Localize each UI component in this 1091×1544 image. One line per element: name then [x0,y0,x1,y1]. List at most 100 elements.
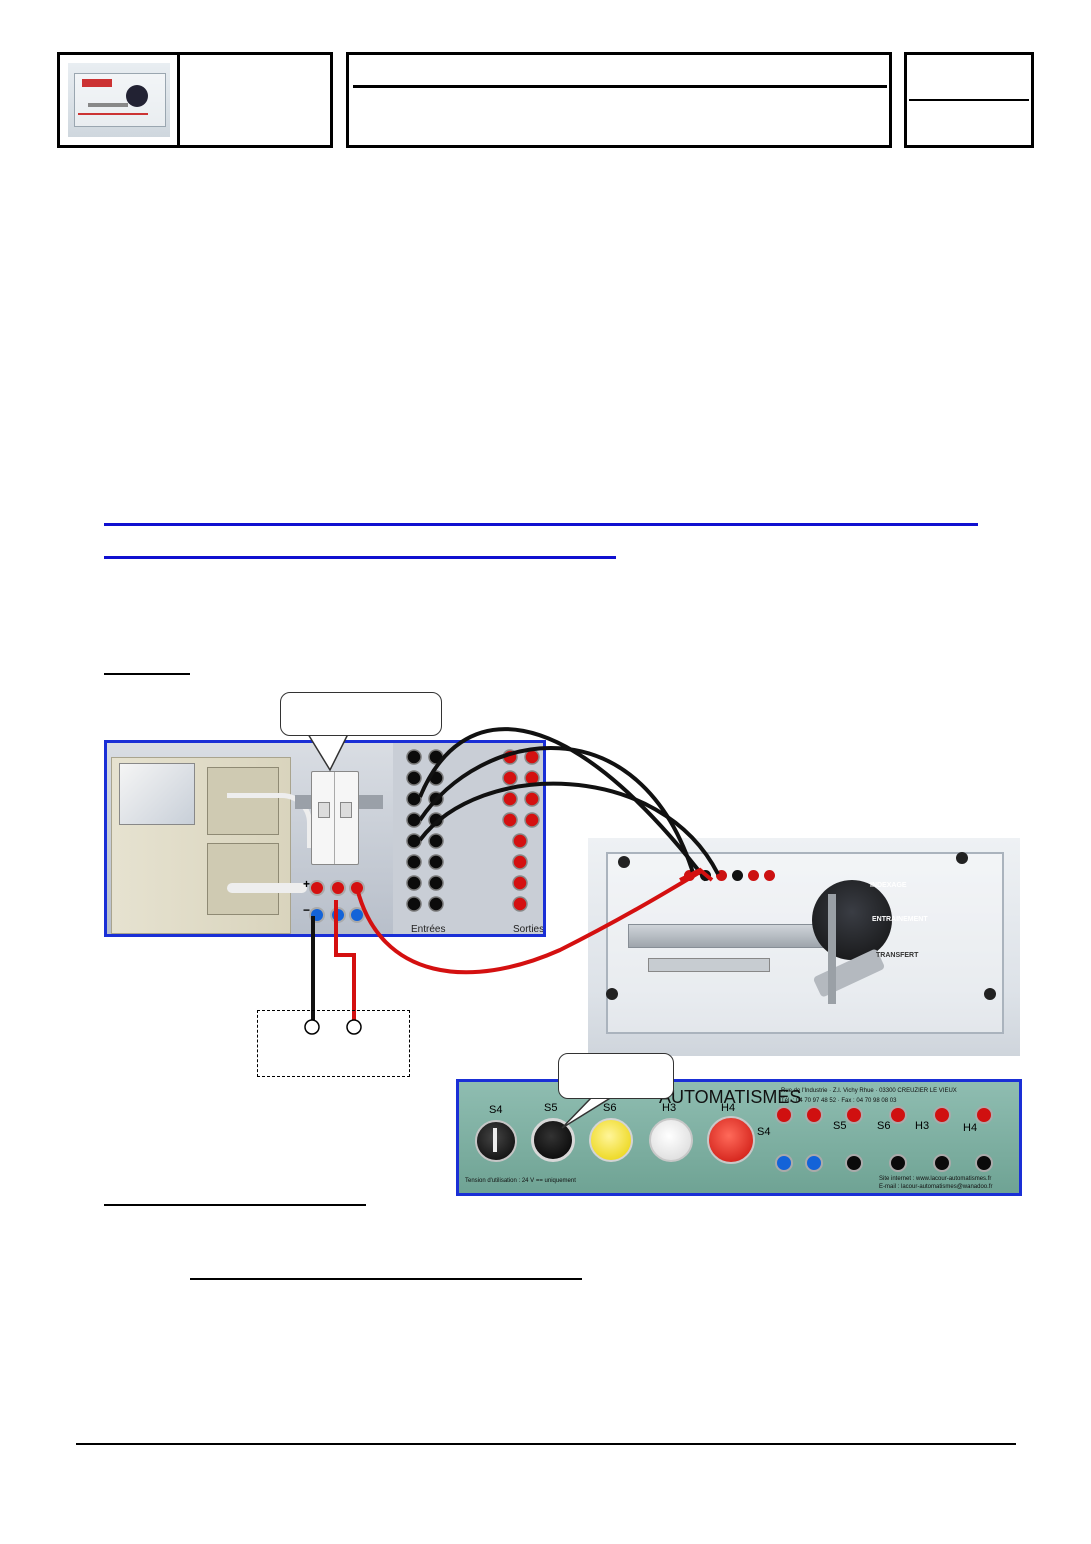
input-terminal [406,749,422,765]
link-underline-1 [104,523,978,526]
button-label-h4: H4 [721,1102,736,1114]
supply-terminal-pos [346,1019,362,1035]
callout-breaker [280,692,442,736]
red-wire-loop [679,867,714,882]
output-terminal [512,896,528,912]
input-terminal [406,770,422,786]
output-terminal [512,854,528,870]
link-underline-2 [104,556,616,559]
input-terminal [406,896,422,912]
button-label-s6: S6 [603,1102,617,1114]
plc-cable-1 [227,793,312,848]
power-terminal [349,907,365,923]
terminal-label-s4: S4 [757,1126,771,1138]
email-label: E-mail : lacour-automatismes@wanadoo.fr [879,1184,993,1190]
callout-breaker-tail [307,733,349,772]
subheading-underline-1 [104,1204,366,1206]
output-terminal [512,875,528,891]
output-terminal [524,749,540,765]
terminal-black-3[interactable] [933,1154,951,1172]
output-terminal [502,812,518,828]
red-wire-to-supply [334,900,356,1022]
header-page-rule [909,99,1029,101]
callout-button-tail [561,1096,613,1129]
black-wire-2 [418,746,696,877]
voltage-note: Tension d'utilisation : 24 V == uniqueme… [465,1178,576,1184]
header-logo-divider [177,55,180,145]
output-terminal [524,812,540,828]
terminal-black-1[interactable] [845,1154,863,1172]
button-h3[interactable] [649,1118,693,1162]
outputs-label: Sorties [513,924,545,935]
terminal-black-4[interactable] [975,1154,993,1172]
black-wire-1 [418,727,708,882]
input-terminal [406,833,422,849]
website-label: Site internet : www.lacour-automatismes.… [879,1176,992,1182]
minus-label: − [303,903,311,917]
subheading-underline-2 [190,1278,582,1280]
brand-label: AUTOMATISMES [659,1087,802,1107]
power-terminal [330,880,346,896]
terminal-red-5[interactable] [933,1106,951,1124]
mechanism-photo: INDEXAGE ENTRAINEMENT TRANSFERT [588,838,1020,1056]
aluminium-rail [628,924,830,948]
button-s4[interactable] [475,1120,517,1162]
section-heading-underline [104,673,190,675]
terminal-label-s6: S6 [877,1120,891,1132]
input-terminal [428,875,444,891]
input-terminal [428,854,444,870]
header-title-box [346,52,892,148]
input-terminal [406,791,422,807]
plc-cable-2 [227,883,307,893]
output-terminal [502,770,518,786]
transfer-label: TRANSFERT [876,952,919,959]
output-terminal [524,791,540,807]
header-logo-box [57,52,333,148]
terminal-label-s5: S5 [833,1120,847,1132]
terminal-label-h4: H4 [963,1122,978,1134]
button-label-s4: S4 [489,1104,503,1116]
device-thumbnail [68,63,170,137]
drive-label: ENTRAINEMENT [872,916,928,923]
output-terminal [502,791,518,807]
input-terminal [428,833,444,849]
header-page-box [904,52,1034,148]
input-terminal [406,812,422,828]
output-terminal [512,833,528,849]
plc-module-2 [207,843,279,915]
terminal-red-2[interactable] [805,1106,823,1124]
button-s6[interactable] [589,1118,633,1162]
phone-label: Tél. : 04 70 97 48 52 · Fax : 04 70 98 0… [781,1098,897,1104]
input-terminal [406,854,422,870]
circuit-breaker [311,771,359,865]
terminal-black-2[interactable] [889,1154,907,1172]
terminal-red-6[interactable] [975,1106,993,1124]
inputs-label: Entrées [411,924,446,935]
address-label: Rue de l'Industrie · Z.I. Vichy Rhue · 0… [781,1088,957,1094]
footer-rule [76,1443,1016,1445]
power-terminal [309,880,325,896]
button-label-s5: S5 [544,1102,558,1114]
terminal-red-1[interactable] [775,1106,793,1124]
terminal-red-4[interactable] [889,1106,907,1124]
input-terminal [428,896,444,912]
power-supply-box [257,1010,410,1077]
indexing-label: INDEXAGE [870,882,907,889]
plc-display [119,763,195,825]
header-title-rule [353,85,887,88]
callout-button [558,1053,674,1099]
plus-label: + [303,877,311,891]
rotary-table [812,880,892,960]
control-panel-photo: AUTOMATISMES Rue de l'Industrie · Z.I. V… [456,1079,1022,1196]
button-s5[interactable] [531,1118,575,1162]
terminal-label-h3: H3 [915,1120,930,1132]
supply-terminal-neg [304,1019,320,1035]
input-terminal [406,875,422,891]
terminal-red-3[interactable] [845,1106,863,1124]
terminal-blue-2[interactable] [805,1154,823,1172]
button-h4[interactable] [707,1116,755,1164]
red-wire-supply [355,870,702,975]
button-label-h3: H3 [662,1102,677,1114]
terminal-blue-1[interactable] [775,1154,793,1172]
